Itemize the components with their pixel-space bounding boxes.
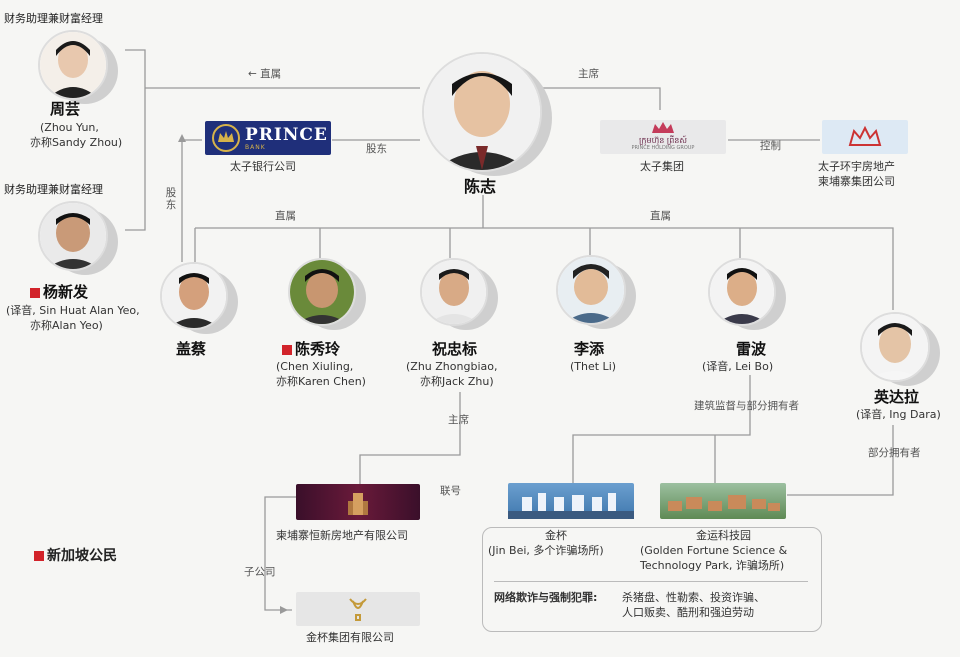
chenxiuling-alias-2: 亦称Karen Chen) xyxy=(276,375,366,388)
crimes-line-1: 杀猪盘、性勒索、投资诈骗、 xyxy=(622,591,765,604)
chenzhi-avatar xyxy=(422,52,542,172)
gaicai-avatar xyxy=(160,262,228,330)
zhu-alias-1: (Zhu Zhongbiao, xyxy=(406,360,498,373)
crimes-panel xyxy=(482,527,822,632)
edge-label-control: 控制 xyxy=(760,140,781,152)
lilian-alias: (Thet Li) xyxy=(570,360,617,373)
person-icon xyxy=(162,264,226,328)
prince-bank-name: 太子银行公司 xyxy=(230,160,296,173)
person-icon xyxy=(424,54,540,170)
edge-label-shareholder: 股东 xyxy=(366,143,387,155)
legend-red-square xyxy=(34,551,44,561)
zhouyun-alias-2: 亦称Sandy Zhou) xyxy=(30,136,123,149)
edge-label-subsidiary: 子公司 xyxy=(244,566,276,578)
crown-icon xyxy=(848,125,882,146)
cup-icon xyxy=(349,598,367,621)
golden-fortune-sub-2: Technology Park, 诈骗场所) xyxy=(640,559,785,572)
edge-label-shareholder-vertical: 股东 xyxy=(165,187,177,211)
jinbei-name: 金杯 xyxy=(545,529,567,542)
person-icon xyxy=(558,257,624,323)
person-icon xyxy=(40,203,106,269)
singapore-marker xyxy=(282,345,292,355)
edge-label-direct-3: 直属 xyxy=(650,210,671,222)
yang-name: 杨新发 xyxy=(30,283,88,302)
edge-label-direct: ← 直属 xyxy=(248,68,282,80)
edge-label-chair-2: 主席 xyxy=(448,414,469,426)
leibo-avatar xyxy=(708,258,776,326)
prince-bank-logo: PRINCE BANK xyxy=(205,121,331,155)
ingdara-avatar xyxy=(860,312,930,382)
zhouyun-alias-1: (Zhou Yun, xyxy=(40,121,99,134)
yang-role: 财务助理兼财富经理 xyxy=(4,183,103,196)
zhouyun-name: 周芸 xyxy=(50,100,81,118)
ingdara-alias: (译音, Ing Dara) xyxy=(856,408,941,421)
crimes-line-2: 人口贩卖、酷刑和强迫劳动 xyxy=(622,606,754,619)
jinbei-group-logo xyxy=(296,592,420,626)
edge-label-partial-owner: 部分拥有者 xyxy=(868,447,921,459)
crown-icon xyxy=(652,122,674,133)
golden-fortune-photo xyxy=(660,483,786,519)
gaicai-name: 盖蔡 xyxy=(176,340,207,358)
heng-property-name: 柬埔寨恒新房地产有限公司 xyxy=(276,529,408,542)
prince-realestate-logo xyxy=(822,120,908,154)
chenxiuling-alias-1: (Chen Xiuling, xyxy=(276,360,354,373)
person-icon xyxy=(862,314,928,380)
prince-group-logo: ក្រុមហ៊ុន ព្រីនស៍ PRINCE HOLDING GROUP xyxy=(600,120,726,154)
golden-fortune-name: 金运科技园 xyxy=(696,529,751,542)
jinbei-group-name: 金杯集团有限公司 xyxy=(306,631,394,644)
edge-label-lianhao: 联号 xyxy=(440,485,461,497)
legend-singapore: 新加坡公民 xyxy=(34,548,117,566)
yang-avatar xyxy=(38,201,108,271)
yang-alias-2: 亦称Alan Yeo) xyxy=(30,319,103,332)
zhu-alias-2: 亦称Jack Zhu) xyxy=(420,375,494,388)
zhu-avatar xyxy=(420,258,488,326)
prince-group-name: 太子集团 xyxy=(640,160,684,173)
person-icon xyxy=(422,260,486,324)
zhu-name: 祝忠标 xyxy=(432,340,478,358)
golden-fortune-sub-1: (Golden Fortune Science & xyxy=(640,544,788,557)
crimes-title: 网络欺诈与强制犯罪: xyxy=(494,591,598,604)
prince-group-logo-text: ក្រុមហ៊ុន ព្រីនស៍ xyxy=(639,136,687,145)
prince-group-logo-sub: PRINCE HOLDING GROUP xyxy=(631,145,695,151)
prince-bank-logo-text: PRINCE xyxy=(245,125,328,145)
building-icon xyxy=(508,493,634,519)
singapore-marker xyxy=(30,288,40,298)
edge-label-construction: 建筑监督与部分拥有者 xyxy=(694,400,799,412)
zhouyun-avatar xyxy=(38,30,108,100)
chenxiuling-avatar xyxy=(288,258,356,326)
chenxiuling-name: 陈秀玲 xyxy=(282,340,340,359)
prince-realestate-name-2: 柬埔寨集团公司 xyxy=(818,175,895,188)
leibo-name: 雷波 xyxy=(736,340,767,358)
edge-label-chair: 主席 xyxy=(578,68,599,80)
heng-property-logo xyxy=(296,484,420,520)
jinbei-building-photo xyxy=(508,483,634,519)
crown-icon xyxy=(212,124,240,152)
edge-label-direct-2: 直属 xyxy=(275,210,296,222)
prince-realestate-name-1: 太子环宇房地产 xyxy=(818,160,895,173)
person-icon xyxy=(710,260,774,324)
person-icon xyxy=(40,32,106,98)
jinbei-sub: (Jin Bei, 多个诈骗场所) xyxy=(488,544,604,557)
lilian-avatar xyxy=(556,255,626,325)
lilian-name: 李添 xyxy=(574,340,605,358)
crimes-divider xyxy=(494,581,808,582)
leibo-alias: (译音, Lei Bo) xyxy=(702,360,774,373)
prince-bank-logo-sub: BANK xyxy=(245,144,266,151)
zhouyun-role: 财务助理兼财富经理 xyxy=(4,12,103,25)
building-icon xyxy=(668,495,780,511)
person-icon xyxy=(290,260,354,324)
building-icon xyxy=(348,493,368,515)
chenzhi-name: 陈志 xyxy=(464,177,497,196)
yang-alias-1: (译音, Sin Huat Alan Yeo, xyxy=(6,304,140,317)
ingdara-name: 英达拉 xyxy=(874,388,920,406)
